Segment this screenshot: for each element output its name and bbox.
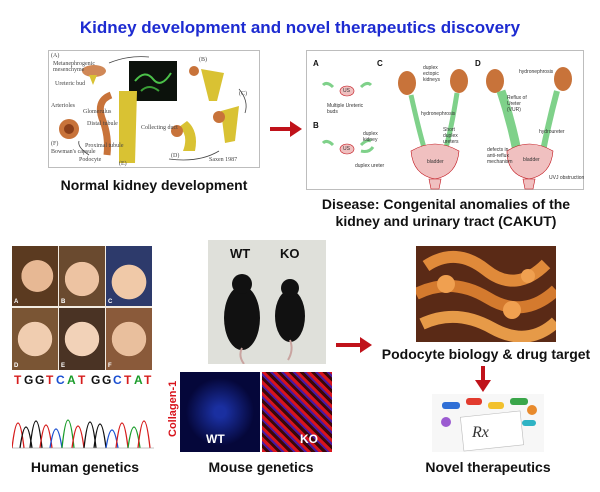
patient-photo-d: D: [12, 308, 58, 370]
cakut-drawing: [321, 67, 572, 190]
ko-collagen-stain: KO: [262, 372, 332, 452]
mouse-ko-label: KO: [280, 246, 300, 261]
base-4: C: [56, 373, 67, 387]
arrow-to-disease: [270, 121, 302, 137]
nephrogenesis-drawing: [59, 56, 247, 163]
label-credit: Saxen 1987: [209, 157, 238, 163]
label-podocyte: Podocyte: [79, 157, 102, 163]
photo-label-e: E: [61, 363, 66, 369]
patient-photo-b: B: [59, 246, 105, 306]
mouse-caption: Mouse genetics: [208, 459, 314, 475]
base-7: G: [91, 373, 103, 387]
cakut-hydronephrosis: hydronephrosis: [421, 111, 456, 117]
photo-label-b: B: [61, 299, 66, 305]
base-2: G: [35, 373, 47, 387]
photo-label-c: C: [108, 299, 113, 305]
cakut-uvj: UVJ obstruction: [549, 175, 585, 181]
human-caption: Human genetics: [30, 459, 140, 475]
label-distal-tubule: Distal tubule: [87, 121, 118, 127]
base-5: A: [67, 373, 78, 387]
mouse-wt-label: WT: [230, 246, 251, 261]
cakut-label-b: B: [313, 121, 319, 130]
base-6: T: [78, 373, 88, 387]
patient-photo-f: F: [106, 308, 152, 370]
label-a: (A): [51, 53, 60, 59]
cakut-duplex-ureter: duplex ureter: [355, 163, 385, 169]
base-1: G: [24, 373, 36, 387]
base-0: T: [14, 373, 24, 387]
collagen-label-wrap: Collagen-1: [166, 372, 180, 452]
disease-caption-line1: Disease: Congenital anomalies of the: [321, 196, 571, 212]
stain-ko-label: KO: [300, 432, 318, 446]
podocyte-micrograph: [416, 246, 556, 342]
photo-label-f: F: [108, 363, 112, 369]
label-collecting-duct: Collecting duct: [141, 125, 178, 131]
label-glomerulus: Glomerulus: [83, 109, 112, 115]
patient-photos: A B C D E F: [12, 246, 152, 370]
cakut-figure: A B C D US US Multiple Ureteric buds dup…: [306, 50, 584, 190]
podocyte-caption: Podocyte biology & drug target: [381, 346, 591, 362]
patient-photo-e: E: [59, 308, 105, 370]
disease-caption-line2: kidney and urinary tract (CAKUT): [335, 213, 557, 229]
normal-caption: Normal kidney development: [60, 177, 248, 193]
patient-photo-c: C: [106, 246, 152, 306]
pills-drawing: [441, 398, 537, 452]
cakut-reflux: Reflux of Ureter (VUR): [507, 95, 527, 113]
label-c: (C): [239, 91, 247, 97]
cakut-label-c: C: [377, 59, 383, 68]
page-title: Kidney development and novel therapeutic…: [79, 18, 521, 37]
wt-collagen-stain: WT: [180, 372, 260, 452]
label-arterioles: Arterioles: [51, 103, 75, 109]
rx-symbol: Rx: [472, 424, 489, 441]
cakut-us-1: US: [343, 88, 350, 94]
disease-caption: Disease: Congenital anomalies of the kid…: [296, 196, 596, 230]
cakut-hydroureter: hydroureter: [539, 129, 565, 135]
base-3: T: [46, 373, 56, 387]
photo-label-a: A: [14, 299, 19, 305]
label-ureteric-bud: Ureteric bud: [55, 81, 86, 87]
cakut-bladder: bladder: [427, 159, 444, 165]
cakut-hydronephrosis-2: hydronephrosis: [519, 69, 554, 75]
cakut-bladder-2: bladder: [523, 157, 540, 163]
label-f: (F): [51, 141, 59, 147]
cakut-duplex-ectopic: duplex ectopic kidneys: [423, 65, 440, 83]
label-proximal: Proximal tubule: [85, 143, 124, 149]
dna-sequence: T G G T C A T G G C T A T: [14, 373, 154, 389]
cakut-label-d: D: [475, 59, 481, 68]
mice-photo: WT KO: [208, 240, 326, 364]
base-12: T: [144, 373, 154, 387]
label-e: (E): [119, 161, 127, 167]
cakut-duplex-kidney: duplex kidney: [363, 131, 378, 143]
base-11: A: [134, 373, 145, 387]
patient-photo-a: A: [12, 246, 58, 306]
podocyte-drawing: [416, 246, 556, 342]
cakut-us-2: US: [343, 146, 350, 152]
normal-development-figure: (A) Metanephrogenic mesenchyme Ureteric …: [48, 50, 260, 168]
therapeutics-caption: Novel therapeutics: [425, 459, 551, 475]
base-10: T: [124, 373, 134, 387]
collagen-label: Collagen-1: [167, 380, 179, 437]
label-d: (D): [171, 153, 180, 159]
arrow-to-therapeutics: [475, 366, 491, 392]
mice-drawing: [224, 274, 305, 364]
base-8: G: [102, 373, 114, 387]
label-metanephrogenic: Metanephrogenic mesenchyme: [53, 61, 95, 73]
cakut-defects: defects in anti-reflux mechanism: [487, 147, 513, 165]
pills-photo: Rx: [432, 394, 544, 452]
cakut-multiple-buds: Multiple Ureteric buds: [327, 103, 364, 115]
cakut-short-duplex: Short duplex ureters: [443, 127, 459, 145]
stain-wt-label: WT: [206, 432, 225, 446]
label-bowman: Bowman's capsule: [51, 149, 96, 155]
label-b: (B): [199, 57, 207, 63]
cakut-label-a: A: [313, 59, 319, 68]
arrow-to-podocyte: [336, 337, 372, 353]
chromatogram: [12, 419, 154, 449]
photo-label-d: D: [14, 363, 19, 369]
base-9: C: [113, 373, 124, 387]
